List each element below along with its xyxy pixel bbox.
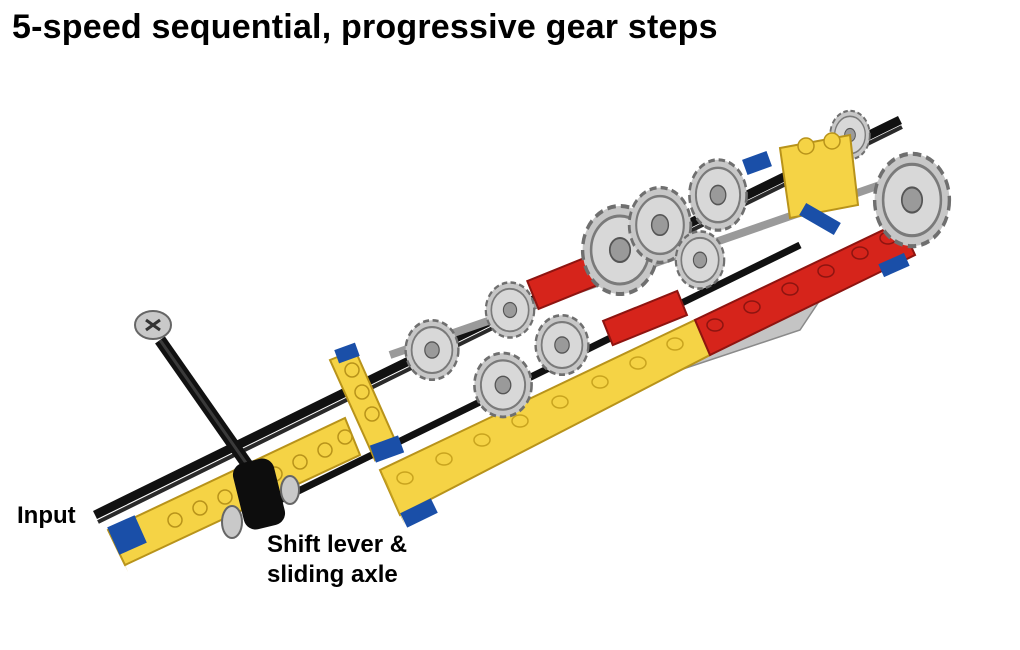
- shift-lever-label: Shift lever & sliding axle: [267, 530, 407, 590]
- input-label: Input: [17, 502, 76, 529]
- shift-label-line2: sliding axle: [267, 561, 398, 588]
- shift-lever: [134, 310, 300, 539]
- front-red-beam: [693, 220, 917, 357]
- shift-label-line1: Shift lever &: [267, 531, 408, 558]
- diagram-title: 5-speed sequential, progressive gear ste…: [12, 8, 718, 46]
- rear-yellow-beam: [106, 416, 362, 572]
- yellow-support-block: [328, 342, 405, 463]
- top-yellow-block: [742, 132, 860, 236]
